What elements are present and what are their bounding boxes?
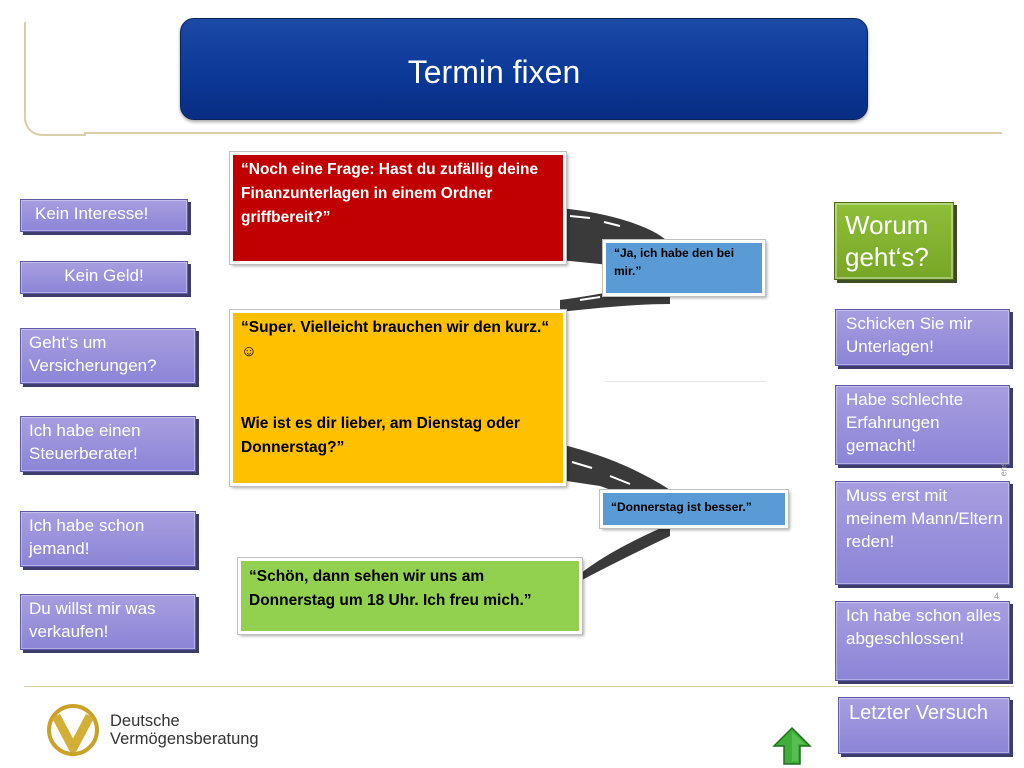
button-kein-interesse[interactable]: Kein Interesse!: [20, 199, 188, 232]
response-box-orange: “Super. Vielleicht brauchen wir den kurz…: [229, 309, 567, 487]
closing-box-green: “Schön, dann sehen wir uns am Donnerstag…: [237, 557, 583, 635]
button-schlechte-erfahrungen[interactable]: Habe schlechte Erfahrungen gemacht!: [835, 385, 1010, 465]
page-title: Termin fixen: [407, 54, 581, 90]
edge-text-bottom: 4: [994, 591, 1000, 601]
title-banner: [180, 18, 868, 120]
divider-line: [604, 381, 766, 382]
footer-divider: [24, 686, 1014, 687]
button-schon-jemand[interactable]: Ich habe schon jemand!: [20, 511, 196, 567]
orange-text-1: “Super. Vielleicht brauchen wir den kurz…: [241, 319, 550, 360]
header-divider: [84, 132, 1002, 134]
button-verkaufen[interactable]: Du willst mir was verkaufen!: [20, 594, 196, 650]
button-worum-gehts[interactable]: Worum geht‘s?: [834, 202, 954, 280]
logo-line-2: Vermögensberatung: [110, 730, 259, 748]
button-steuerberater[interactable]: Ich habe einen Steuerberater!: [20, 416, 196, 472]
button-versicherungen[interactable]: Geht‘s um Versicherungen?: [20, 328, 196, 384]
answer-box-blue-2: “Donnerstag ist besser.”: [599, 489, 789, 529]
logo-text: Deutsche Vermögensberatung: [110, 712, 259, 748]
orange-spacer: [241, 364, 555, 412]
answer-box-blue-1: “Ja, ich habe den bei mir.”: [602, 239, 766, 297]
button-letzter-versuch[interactable]: Letzter Versuch: [838, 697, 1010, 754]
green-up-arrow-icon[interactable]: [772, 726, 812, 766]
button-unterlagen[interactable]: Schicken Sie mir Unterlagen!: [835, 309, 1010, 366]
orange-text-2: Wie ist es dir lieber, am Dienstag oder …: [241, 415, 520, 456]
question-box-red: “Noch eine Frage: Hast du zufällig deine…: [229, 151, 567, 265]
dvag-logo-icon: [47, 704, 99, 756]
logo-line-1: Deutsche: [110, 712, 180, 730]
frame-corner: [24, 22, 86, 136]
button-kein-geld[interactable]: Kein Geld!: [20, 261, 188, 294]
button-mann-eltern[interactable]: Muss erst mit meinem Mann/Eltern reden!: [835, 481, 1010, 585]
edge-text-top: ens: [998, 461, 1009, 477]
button-abgeschlossen[interactable]: Ich habe schon alles abgeschlossen!: [835, 601, 1010, 681]
